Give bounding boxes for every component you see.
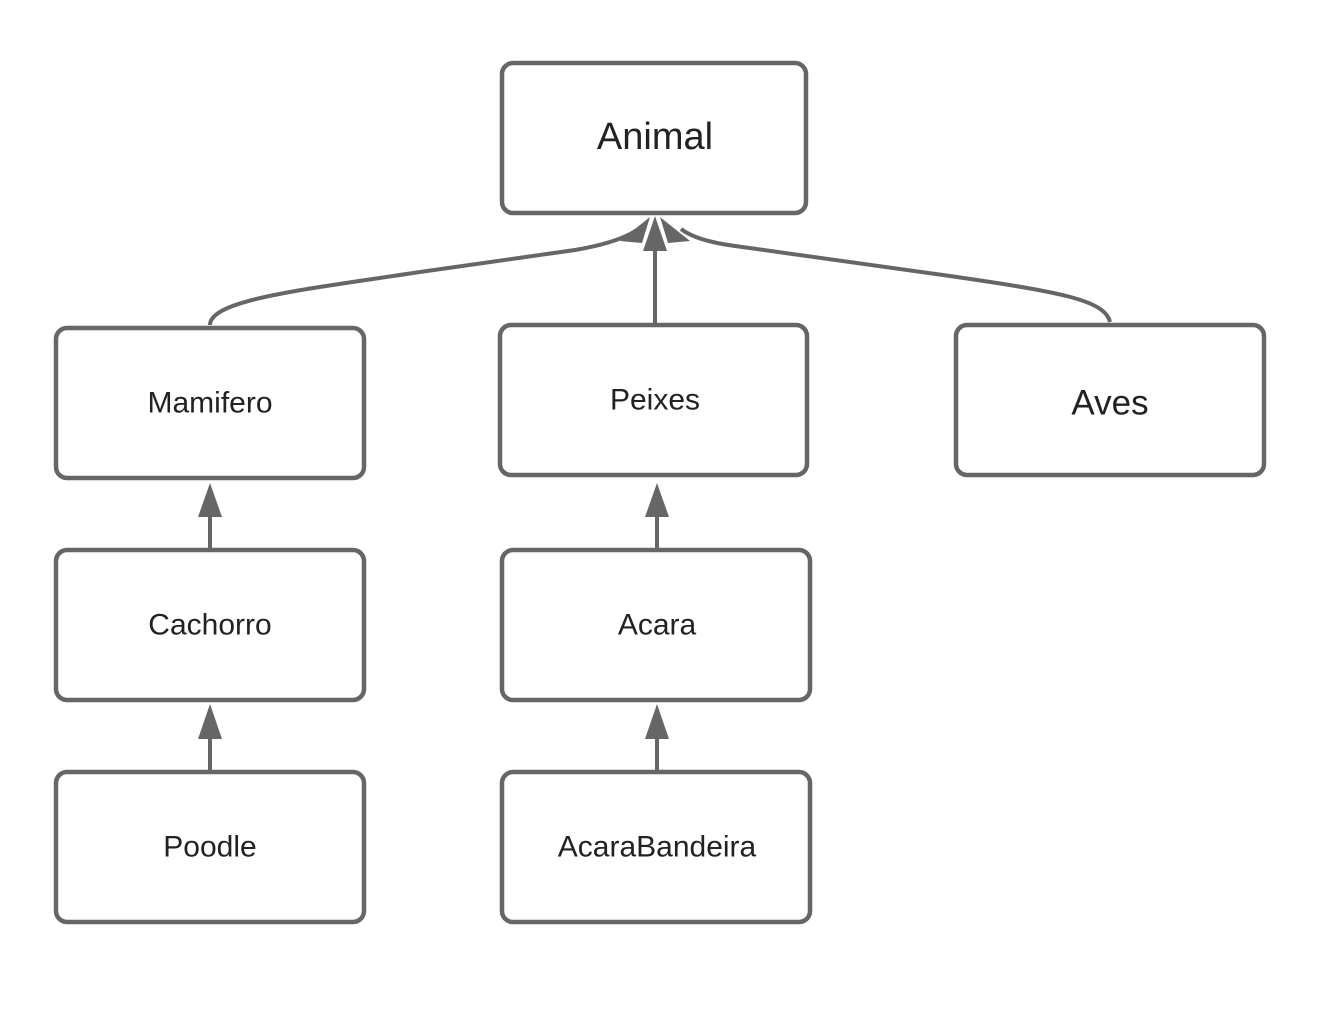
node-label-acara: Acara [618, 609, 697, 642]
node-label-poodle: Poodle [163, 831, 256, 864]
node-label-acarabandeira: AcaraBandeira [558, 831, 757, 864]
node-box [53, 547, 367, 703]
node-box [497, 322, 810, 478]
arrowhead-acarabandeira-acara [645, 704, 669, 739]
arrowheads [198, 216, 690, 739]
node-poodle: Poodle [53, 769, 367, 925]
arrowhead-peixes-animal [643, 216, 667, 251]
node-label-peixes: Peixes [610, 384, 700, 417]
edge-aves-to-animal [679, 227, 1112, 323]
node-box [53, 325, 367, 481]
arrowhead-aves-animal [660, 217, 690, 243]
node-cachorro: Cachorro [53, 547, 367, 703]
edge-mamifero-to-animal [208, 225, 643, 326]
node-label-cachorro: Cachorro [148, 609, 271, 642]
node-label-animal: Animal [597, 116, 713, 158]
arrowhead-acara-peixes [645, 483, 669, 517]
node-peixes: Peixes [497, 322, 810, 478]
arrowhead-mamifero-animal [620, 217, 650, 243]
arrowhead-cachorro-mamifero [198, 483, 222, 517]
node-box [499, 60, 809, 216]
node-label-mamifero: Mamifero [147, 387, 272, 420]
node-label-aves: Aves [1071, 384, 1148, 423]
arrowhead-poodle-cachorro [198, 704, 222, 739]
node-aves: Aves [953, 322, 1267, 478]
edges [208, 225, 1112, 771]
node-box [953, 322, 1267, 478]
node-acarabandeira: AcaraBandeira [499, 769, 813, 925]
node-box [53, 769, 367, 925]
node-box [499, 547, 813, 703]
node-animal: Animal [499, 60, 809, 216]
node-box [499, 769, 813, 925]
node-mamifero: Mamifero [53, 325, 367, 481]
node-acara: Acara [499, 547, 813, 703]
